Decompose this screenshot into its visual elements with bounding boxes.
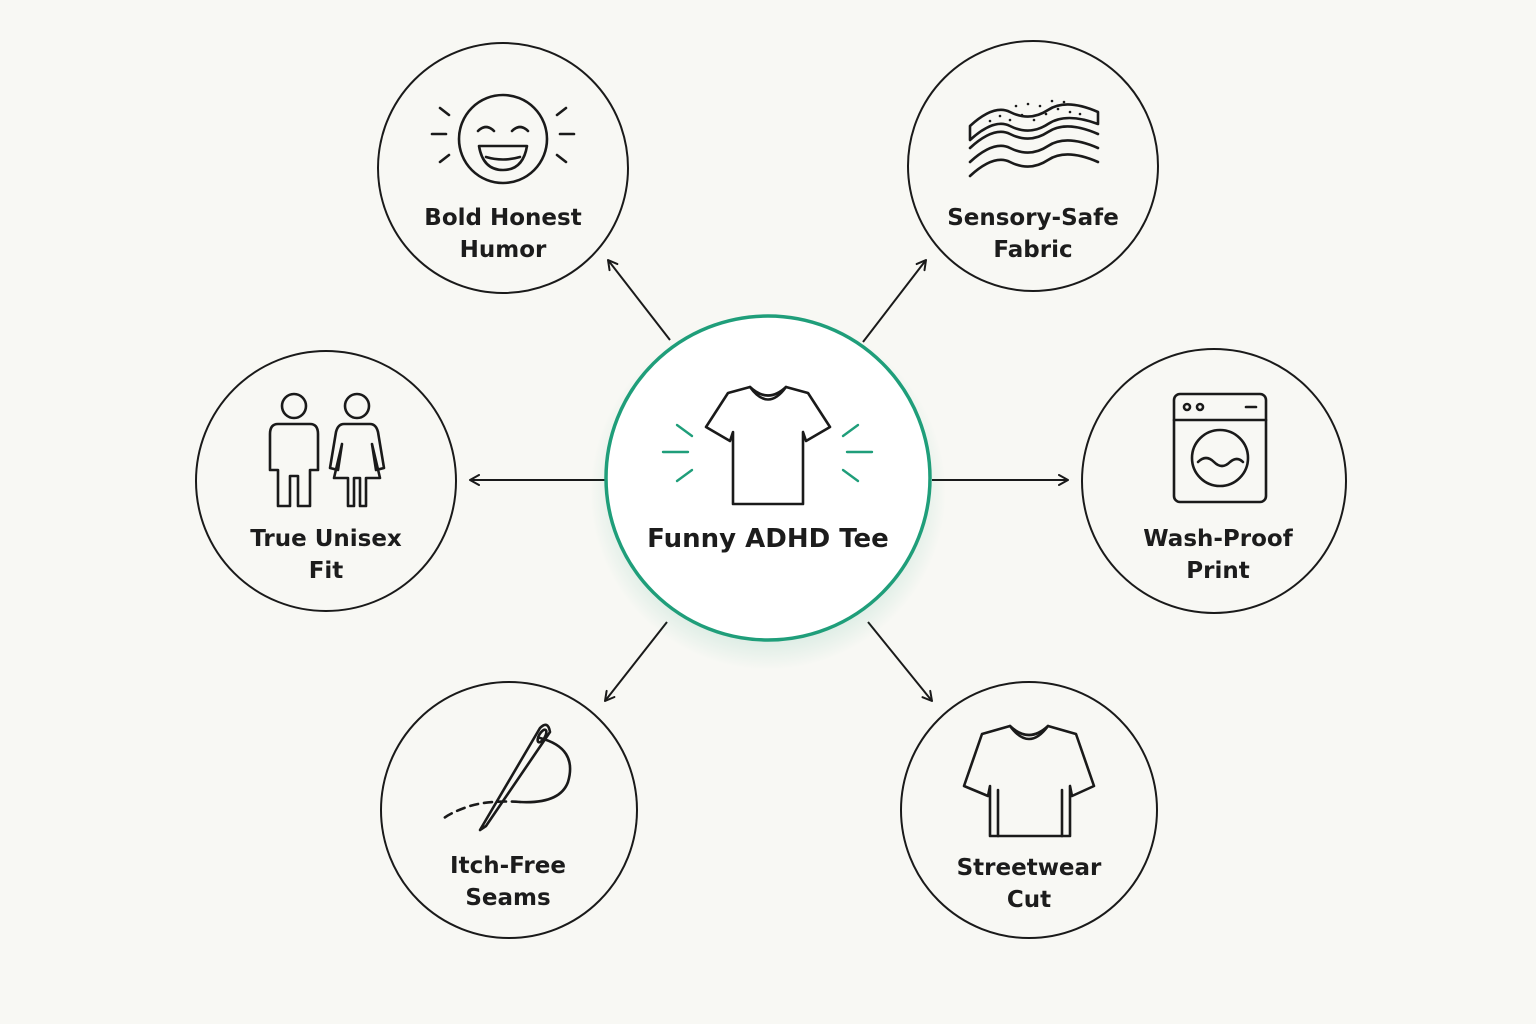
streetwear-cut-label-line2: Cut bbox=[1006, 887, 1052, 913]
wash-proof-print-circle bbox=[1081, 348, 1347, 614]
itch-free-seams-circle bbox=[380, 681, 638, 939]
true-unisex-fit-label-line1: True Unisex bbox=[250, 526, 402, 552]
fabric-layers-icon bbox=[968, 99, 1100, 178]
streetwear-cut-circle bbox=[900, 681, 1158, 939]
bold-honest-humor-label-line1: Bold Honest bbox=[424, 205, 582, 231]
streetwear-cut-label-line1: Streetwear bbox=[956, 855, 1102, 881]
itch-free-seams-label-line1: Itch-Free bbox=[450, 853, 566, 879]
wash-proof-print-label-line2: Print bbox=[1186, 558, 1250, 584]
sensory-safe-fabric-label-line1: Sensory-Safe bbox=[947, 205, 1119, 231]
laughing-face-icon bbox=[430, 93, 576, 185]
itch-free-seams-label-line2: Seams bbox=[465, 885, 551, 911]
true-unisex-fit-label-line2: Fit bbox=[308, 558, 344, 584]
center-title: Funny ADHD Tee bbox=[647, 524, 889, 554]
bold-honest-humor-circle bbox=[377, 42, 629, 294]
wash-proof-print-label: Wash-Proof Print bbox=[1108, 523, 1328, 587]
arrow-to-bold-honest-humor bbox=[607, 259, 671, 341]
sensory-safe-fabric-label-line2: Fabric bbox=[993, 237, 1073, 263]
true-unisex-fit-label: True Unisex Fit bbox=[216, 523, 436, 587]
unisex-people-icon bbox=[268, 392, 386, 508]
arrow-to-streetwear-cut bbox=[867, 621, 933, 702]
arrow-to-itch-free-seams bbox=[604, 621, 668, 702]
sensory-safe-fabric-label: Sensory-Safe Fabric bbox=[923, 202, 1143, 266]
itch-free-seams-label: Itch-Free Seams bbox=[398, 850, 618, 914]
wash-proof-print-label-line1: Wash-Proof bbox=[1143, 526, 1293, 552]
motion-lines-icon bbox=[661, 423, 874, 483]
bold-honest-humor-label-line2: Humor bbox=[459, 237, 547, 263]
arrow-to-sensory-safe-fabric bbox=[862, 259, 927, 343]
tshirt-icon bbox=[704, 385, 832, 506]
bold-honest-humor-label: Bold Honest Humor bbox=[393, 202, 613, 266]
washing-machine-icon bbox=[1172, 392, 1268, 504]
needle-thread-icon bbox=[442, 723, 572, 832]
connector-arrows bbox=[469, 259, 1069, 702]
center-node-circle bbox=[604, 314, 932, 642]
streetwear-cut-label: Streetwear Cut bbox=[919, 852, 1139, 916]
streetwear-shirt-icon bbox=[962, 724, 1096, 838]
true-unisex-fit-circle bbox=[195, 350, 457, 612]
